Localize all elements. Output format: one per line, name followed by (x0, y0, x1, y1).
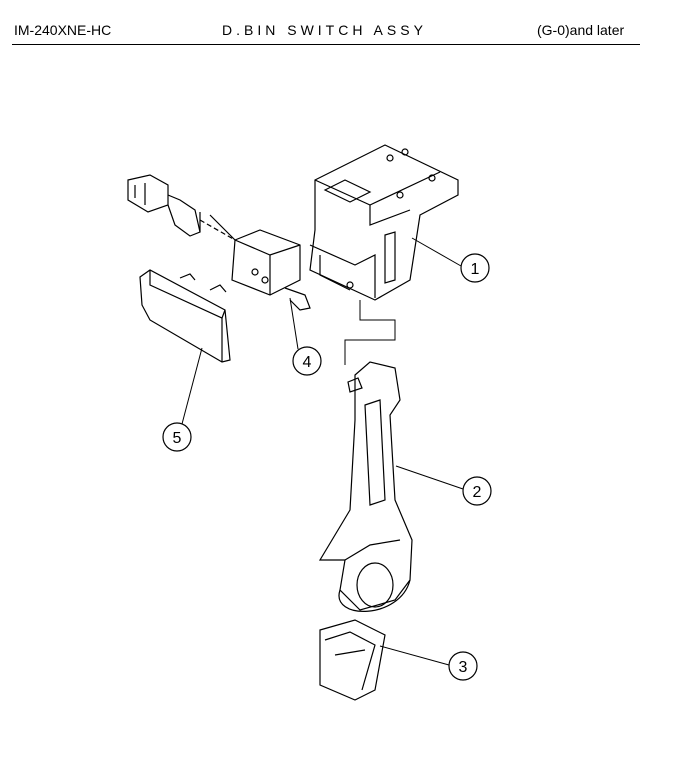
part-4-micro-switch (199, 212, 311, 311)
header-divider (12, 44, 640, 45)
part-harness-connector (127, 174, 236, 241)
callout-number: 5 (173, 430, 182, 447)
assembly-guide-line (344, 300, 396, 365)
callout-1: 1 (460, 253, 490, 283)
callout-2: 2 (462, 476, 492, 506)
callout-3: 3 (448, 651, 478, 681)
part-2-actuator-arm (318, 361, 413, 612)
callout-5: 5 (162, 422, 192, 452)
callout-number: 1 (471, 261, 480, 278)
leader-lines (181, 237, 464, 666)
part-1-bracket (309, 144, 459, 301)
callout-number: 3 (459, 659, 468, 676)
part-3-flap (319, 619, 386, 701)
model-number: IM-240XNE-HC (14, 22, 112, 38)
callout-4: 4 (292, 346, 322, 376)
page-title: D.BIN SWITCH ASSY (222, 22, 427, 38)
callout-number: 2 (473, 484, 482, 501)
callout-number: 4 (303, 354, 312, 371)
part-5-cover (139, 269, 231, 363)
revision-note: (G-0)and later (537, 22, 625, 38)
